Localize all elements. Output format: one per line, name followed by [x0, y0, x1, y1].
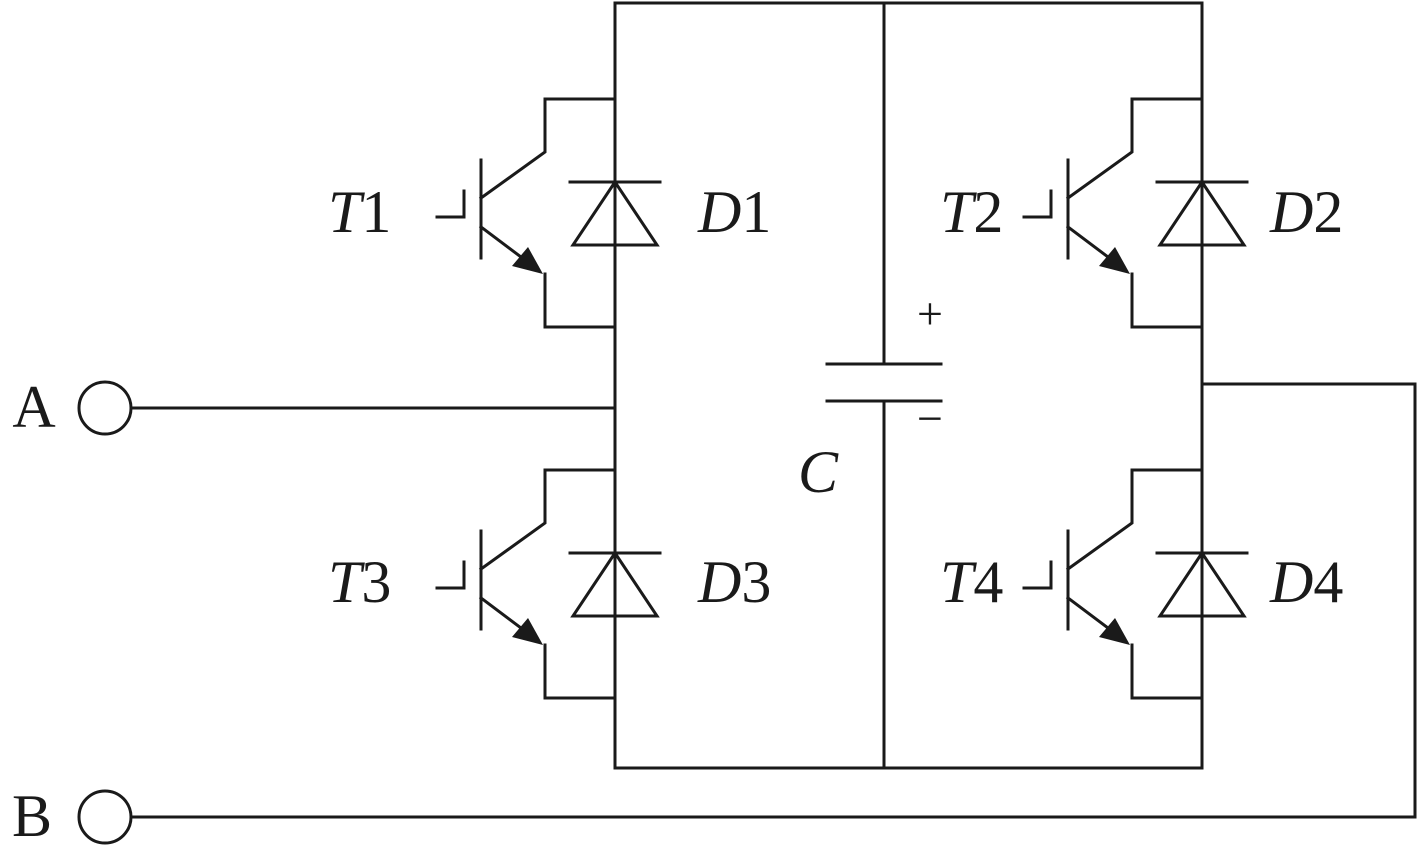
terminal-b-wire	[129, 382, 1417, 819]
diode-d4	[1155, 550, 1249, 618]
transistor-t3	[435, 468, 617, 700]
terminal-b: B	[12, 783, 133, 849]
label-d2: D2	[1269, 179, 1343, 245]
label-d1: D1	[697, 179, 771, 245]
switch-cell-t3: T3 D3	[328, 468, 771, 700]
bus-wiring	[129, 1, 1417, 819]
terminal-b-label: B	[12, 783, 52, 849]
label-t1: T1	[328, 179, 391, 245]
emitter-arrow-icon	[1099, 618, 1130, 645]
terminal-b-circle	[77, 789, 133, 845]
label-t2: T2	[940, 179, 1003, 245]
terminal-a-label: A	[12, 374, 55, 440]
switch-cell-t1: T1 D1	[328, 97, 771, 329]
diode-d3	[568, 550, 662, 618]
emitter-arrow-icon	[512, 618, 543, 645]
transistor-t4	[1022, 468, 1204, 700]
label-d4: D4	[1269, 549, 1343, 615]
transistor-t2	[1022, 97, 1204, 329]
capacitor: + − C	[798, 288, 943, 505]
diode-d1	[568, 179, 662, 247]
capacitor-plus-sign: +	[917, 288, 943, 339]
label-t3: T3	[328, 549, 391, 615]
capacitor-label: C	[798, 439, 839, 505]
emitter-arrow-icon	[512, 247, 543, 274]
capacitor-minus-sign: −	[917, 393, 943, 444]
emitter-arrow-icon	[1099, 247, 1130, 274]
label-d3: D3	[697, 549, 771, 615]
label-t4: T4	[940, 549, 1003, 615]
terminal-a: A	[12, 374, 133, 440]
switch-cell-t4: T4 D4	[940, 468, 1343, 700]
diode-d2	[1155, 179, 1249, 247]
terminal-a-circle	[77, 380, 133, 436]
switch-cell-t2: T2 D2	[940, 97, 1343, 329]
transistor-t1	[435, 97, 617, 329]
